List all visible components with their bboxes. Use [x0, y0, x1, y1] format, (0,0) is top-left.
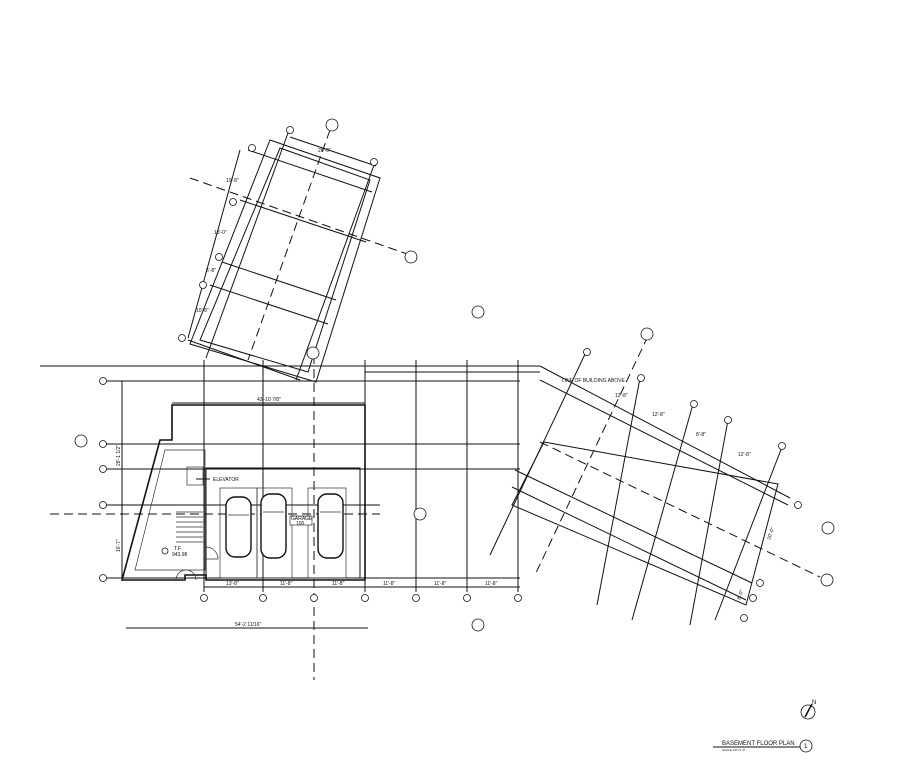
spot-elevation-marker: [161, 547, 169, 555]
dim-overall-width: 54'-2 11/16": [235, 622, 261, 628]
dim-right-top: 12'-8": [652, 412, 665, 418]
dim-right-top: 12'-8": [615, 393, 628, 399]
dim-bay: 11'-8": [485, 581, 498, 587]
detail-number: 1: [804, 744, 808, 750]
section-marker: [413, 507, 427, 521]
title-block: BASEMENT FLOOR PLAN SCALE 1/8"=1'-0" 1: [713, 739, 813, 753]
section-marker: [821, 521, 835, 535]
car: [225, 496, 252, 558]
section-marker: [640, 327, 654, 341]
scale-note: SCALE 1/8"=1'-0": [722, 748, 746, 752]
upper-building: 26'-0" 10'-8" 13'-0" 5'-8" 10'-8": [178, 118, 418, 383]
dim-right-top: 8'-8": [696, 432, 706, 438]
dim-upper-top: 26'-0": [318, 148, 331, 154]
tf-elevation: 943.98: [172, 552, 188, 558]
dim-upper-side-1: 10'-8": [226, 178, 239, 184]
section-marker: [471, 618, 485, 632]
section-marker: [820, 573, 834, 587]
garage-number: 100: [296, 521, 305, 527]
dim-right-side: 20'-0": [766, 526, 776, 540]
dim-upper-side-4: 10'-8": [196, 308, 209, 314]
north-label: N: [812, 700, 816, 706]
dim-bay: 11'-8": [383, 581, 396, 587]
car: [260, 493, 287, 559]
main-grid: ELEVATOR GARAGE 100 T.F. 943.98 13'-8" 1…: [40, 305, 540, 680]
dim-depth-upper: 28'-1 1/2": [116, 445, 122, 466]
stairs: [176, 511, 203, 543]
dim-right-top: 12'-8": [738, 452, 751, 458]
dim-garage-width: 43'-10 7/8": [257, 397, 281, 403]
garage-label: GARAGE: [291, 516, 313, 522]
car: [317, 493, 344, 559]
dim-bay: 11'-8": [434, 581, 447, 587]
dim-bay: 11'-8": [280, 581, 293, 587]
dim-depth-lower: 16'-7": [116, 539, 122, 552]
dim-upper-side-2: 13'-0": [214, 230, 227, 236]
north-arrow: N: [800, 700, 816, 720]
dim-bay: 11'-8": [332, 581, 345, 587]
section-marker: [471, 305, 485, 319]
dim-bay: 13'-8": [226, 581, 239, 587]
dim-right-side: 8'-0": [736, 589, 745, 601]
dim-upper-side-3: 5'-8": [206, 268, 216, 274]
line-of-building-label: LINE OF BUILDING ABOVE: [562, 378, 625, 384]
section-marker: [306, 346, 320, 360]
section-marker: [404, 250, 418, 264]
tf-label: T.F.: [174, 546, 182, 552]
right-building: 12'-8" 12'-8" 8'-8" 12'-8" 20'-0" 8'-0" …: [365, 327, 835, 626]
elevator-label: ELEVATOR: [213, 477, 239, 483]
section-marker: [325, 118, 339, 132]
section-marker: [74, 434, 88, 448]
drawing-title: BASEMENT FLOOR PLAN: [722, 741, 795, 747]
